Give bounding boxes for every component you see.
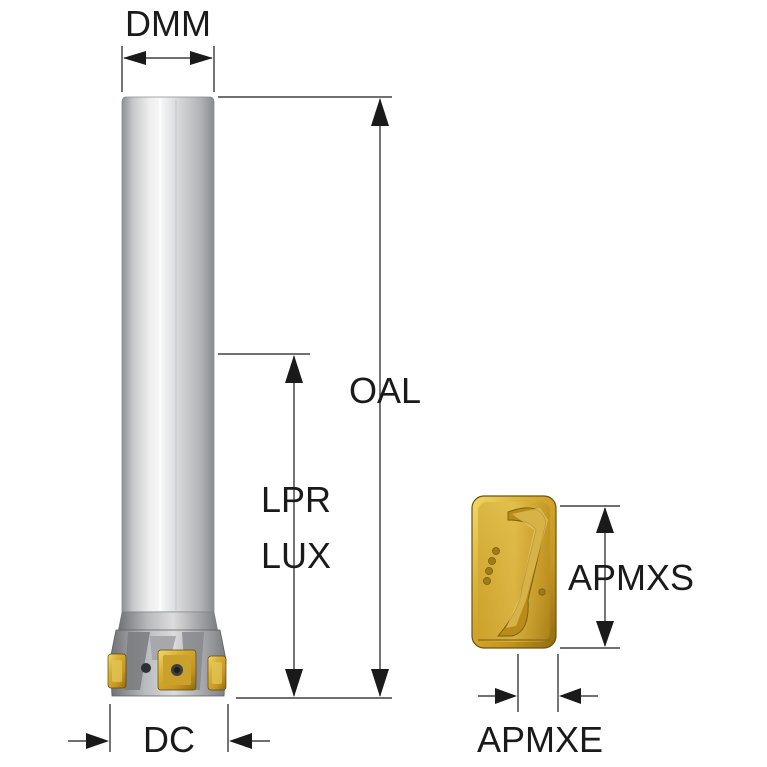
apmxe-arrow-left [495, 688, 517, 704]
label-oal: OAL [349, 370, 421, 411]
dc-arrow-right [229, 733, 252, 749]
label-lpr: LPR [261, 479, 331, 520]
milling-cutter [107, 96, 227, 697]
apmxe-arrow-right [559, 688, 581, 704]
label-apmxe: APMXE [477, 719, 603, 760]
lpr-arrow-bottom [285, 669, 303, 697]
insert-dots [483, 547, 546, 596]
head-insert-right [207, 655, 227, 691]
oal-arrow-bottom [371, 669, 389, 697]
insert-detail [471, 495, 557, 649]
label-lux: LUX [261, 535, 331, 576]
apmxs-arrow-top [596, 507, 614, 533]
label-dc: DC [143, 719, 195, 760]
head-screw-left [141, 663, 151, 673]
apmxs-arrow-bottom [596, 621, 614, 647]
dmm-arrow-right [190, 51, 213, 65]
oal-arrow-top [371, 98, 389, 126]
dc-arrow-left [86, 733, 109, 749]
dmm-arrow-left [123, 51, 146, 65]
head-insert-center [157, 649, 197, 691]
label-dmm: DMM [125, 3, 211, 44]
tool-shank [121, 96, 215, 613]
dimension-labels: DMM OAL LPR LUX DC APMXS APMXE [125, 3, 694, 760]
flute-1 [124, 632, 150, 690]
lpr-arrow-top [285, 355, 303, 383]
label-apmxs: APMXS [568, 557, 694, 598]
dimension-lines [68, 46, 620, 752]
head-insert-left [107, 653, 127, 689]
tool-neck [117, 611, 219, 633]
